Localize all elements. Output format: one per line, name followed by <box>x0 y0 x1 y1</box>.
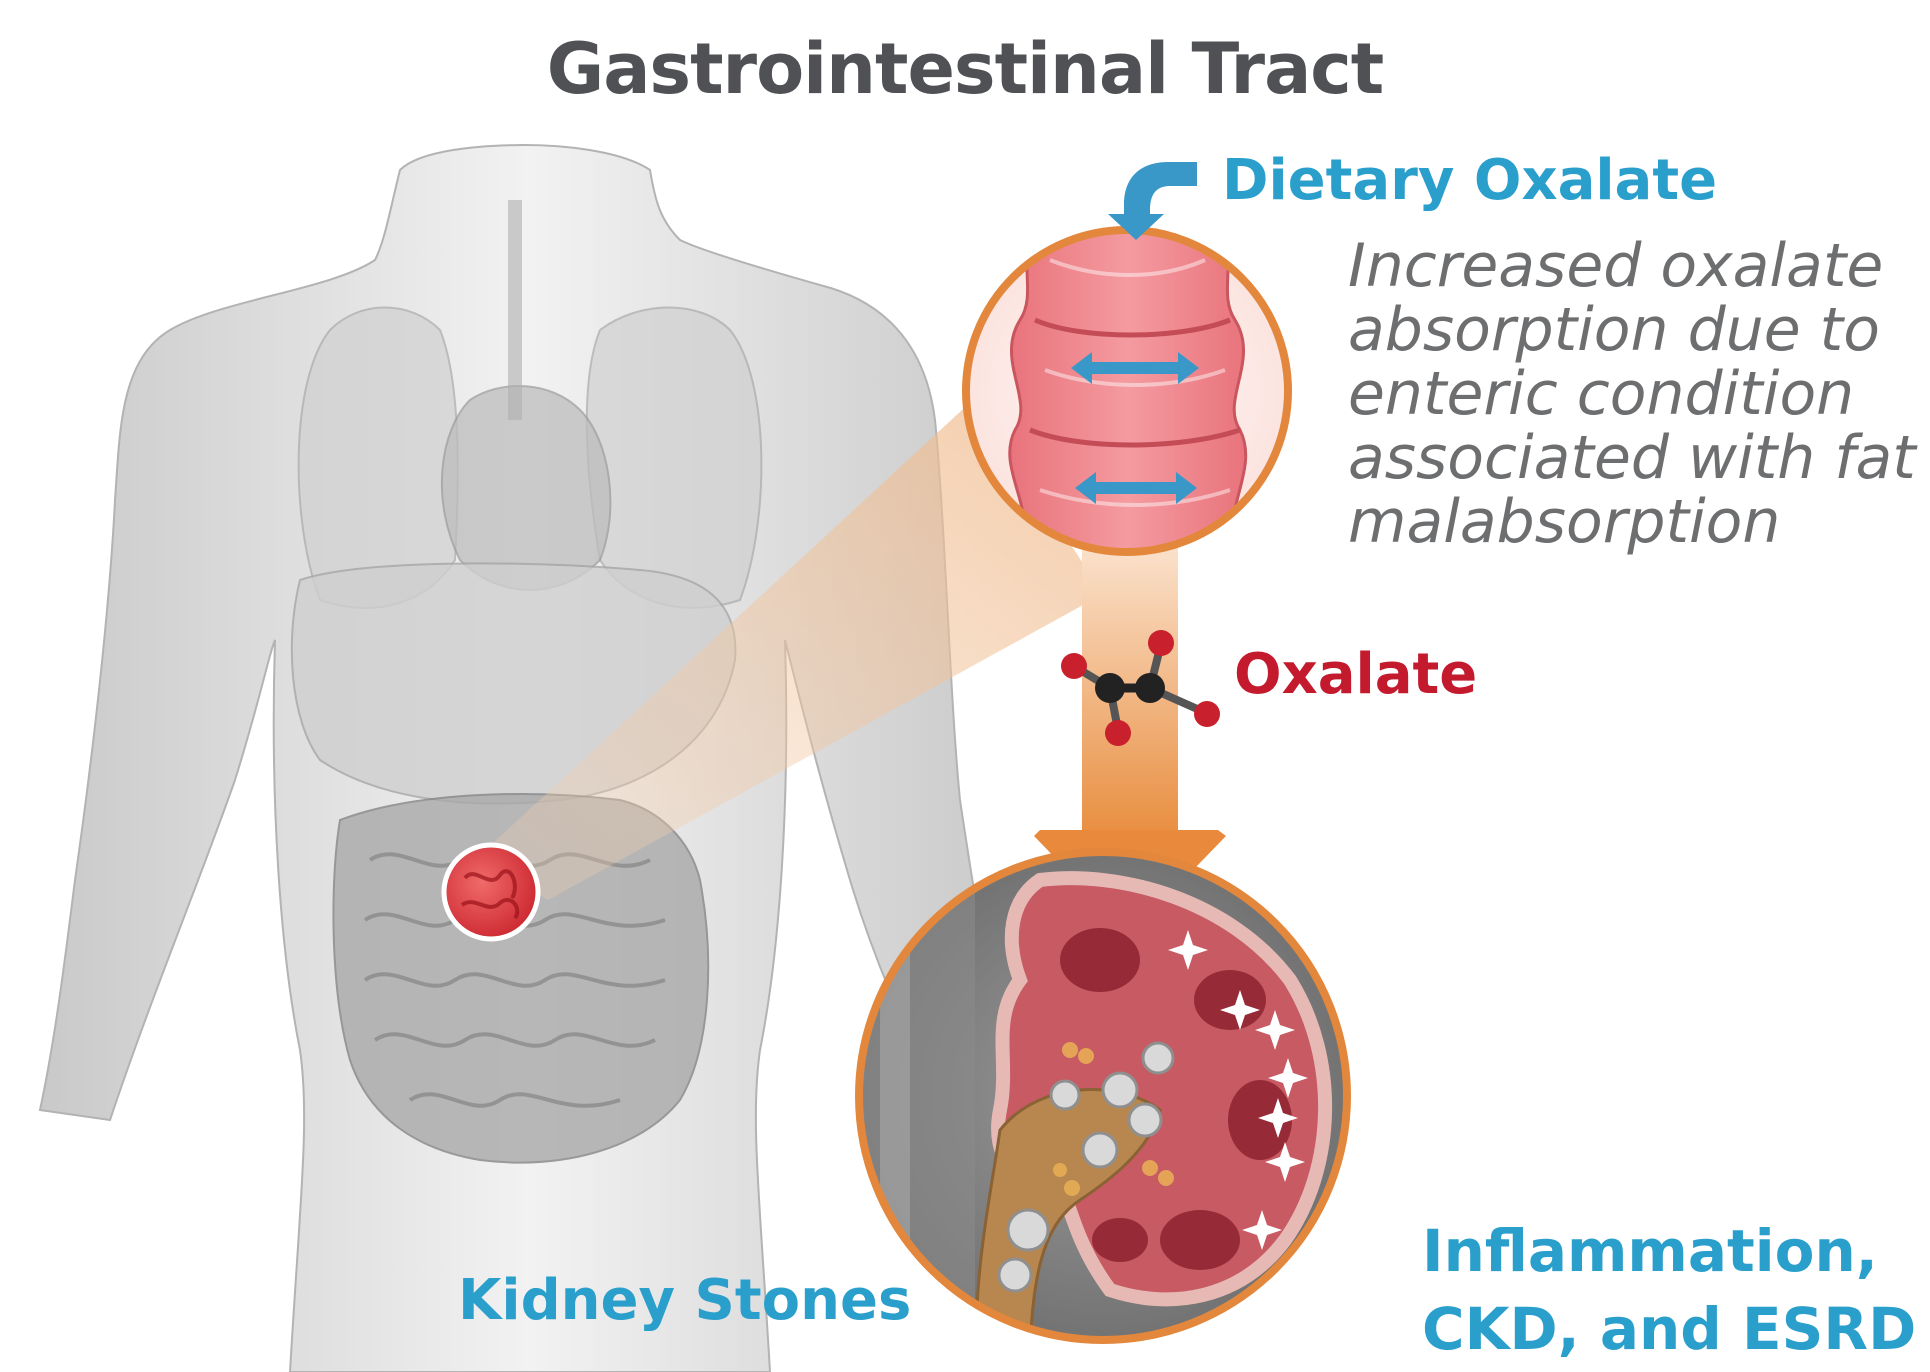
diagram-title: Gastrointestinal Tract <box>0 28 1930 110</box>
oxalate-label: Oxalate <box>1234 642 1477 707</box>
kidney-magnified <box>855 850 1347 1372</box>
heart <box>442 386 611 590</box>
disease-outcome-line: CKD, and ESRD <box>1422 1290 1916 1368</box>
dietary-oxalate-label: Dietary Oxalate <box>1222 148 1717 213</box>
disease-outcome-line: Inflammation, <box>1422 1212 1916 1290</box>
absorption-note-line: absorption due to <box>1348 298 1916 362</box>
absorption-note-line: malabsorption <box>1348 490 1916 554</box>
kidney-stones-label: Kidney Stones <box>458 1268 911 1333</box>
absorption-note-line: enteric condition <box>1348 362 1916 426</box>
disease-outcome-label: Inflammation, CKD, and ESRD <box>1422 1212 1916 1368</box>
absorption-note-line: associated with fat <box>1348 426 1916 490</box>
absorption-note: Increased oxalate absorption due to ente… <box>1348 234 1916 554</box>
absorption-note-line: Increased oxalate <box>1348 234 1916 298</box>
small-intestine-highlight <box>444 845 538 939</box>
intestine-magnified <box>966 200 1288 560</box>
